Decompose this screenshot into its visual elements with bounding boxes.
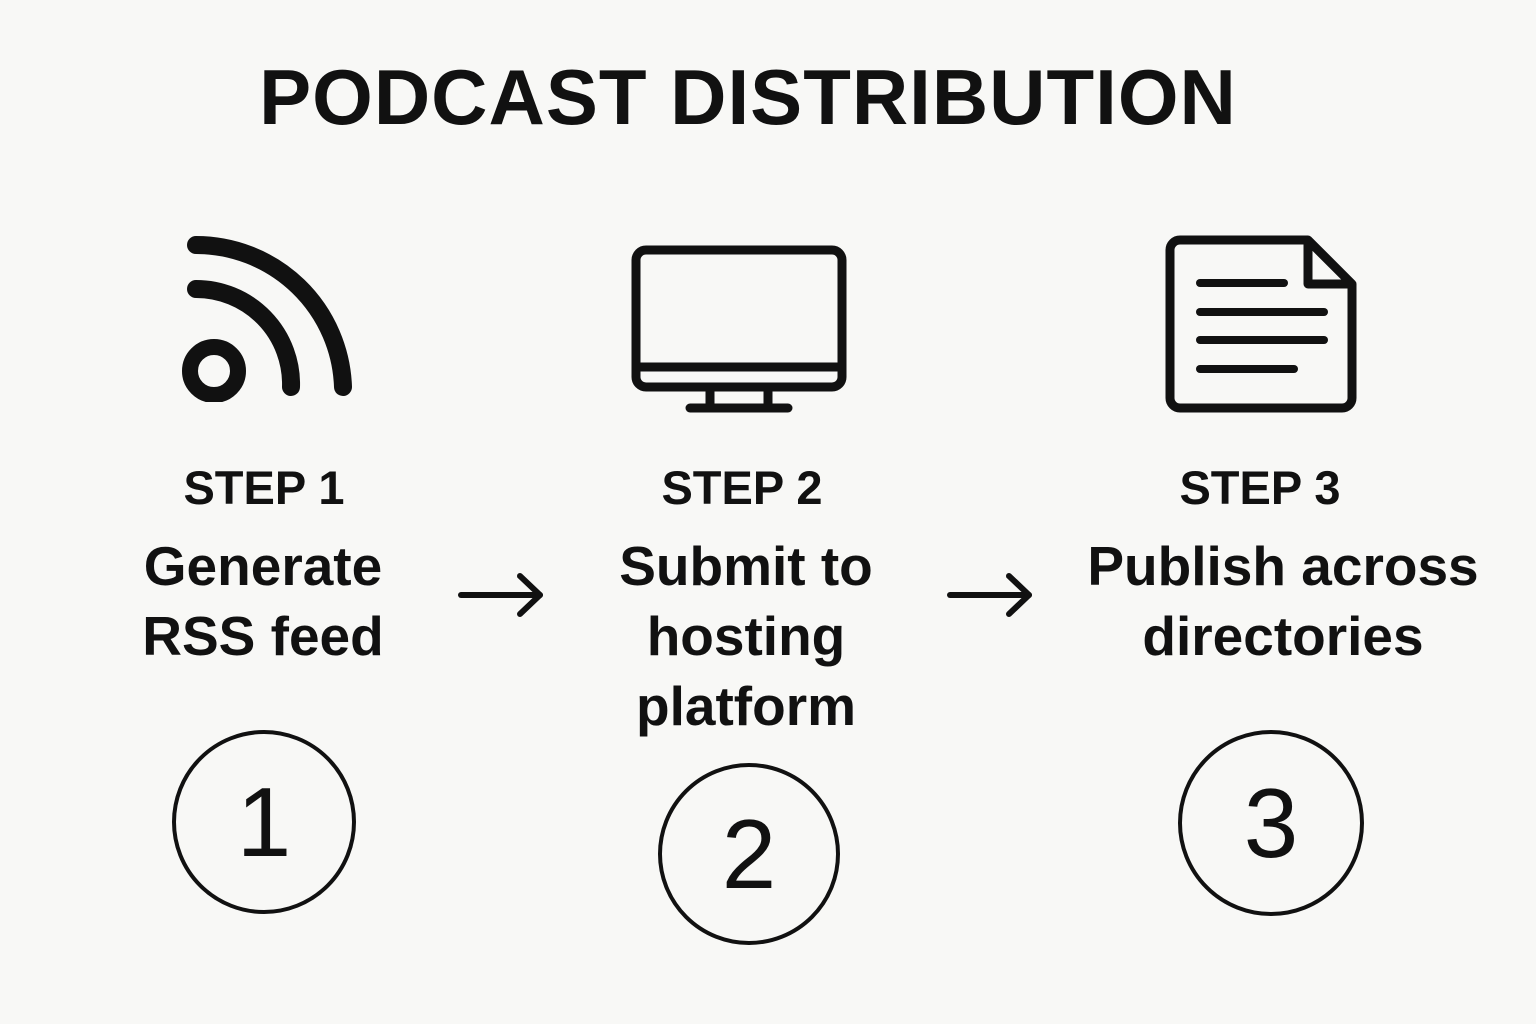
step-3-line: directories [1142, 605, 1424, 667]
step-1-line: RSS feed [142, 605, 384, 667]
step-2-line: hosting [646, 605, 846, 667]
arrow-right-icon [458, 573, 543, 617]
document-icon [1165, 235, 1357, 413]
step-1-label: STEP 1 [183, 461, 345, 514]
step-2-number: 2 [721, 799, 777, 909]
step-1-number-badge: 1 [172, 730, 356, 914]
step-1-number: 1 [236, 767, 292, 877]
step-2-label: STEP 2 [661, 461, 823, 514]
monitor-icon [631, 245, 847, 413]
arrow-right-icon [947, 573, 1032, 617]
step-1-description: Generate RSS feed [43, 531, 483, 671]
step-2-line: platform [636, 675, 856, 737]
step-3-number: 3 [1243, 768, 1299, 878]
step-3-label: STEP 3 [1179, 461, 1341, 514]
step-2-number-badge: 2 [658, 763, 840, 945]
step-3-line: Publish across [1087, 535, 1479, 597]
step-2-description: Submit to hosting platform [526, 531, 966, 741]
rss-feed-icon [182, 236, 352, 402]
step-2-line: Submit to [619, 535, 873, 597]
step-1-line: Generate [143, 535, 383, 597]
diagram-title: PODCAST DISTRIBUTION [259, 53, 1237, 141]
step-3-number-badge: 3 [1178, 730, 1364, 916]
step-3-description: Publish across directories [1063, 531, 1503, 671]
